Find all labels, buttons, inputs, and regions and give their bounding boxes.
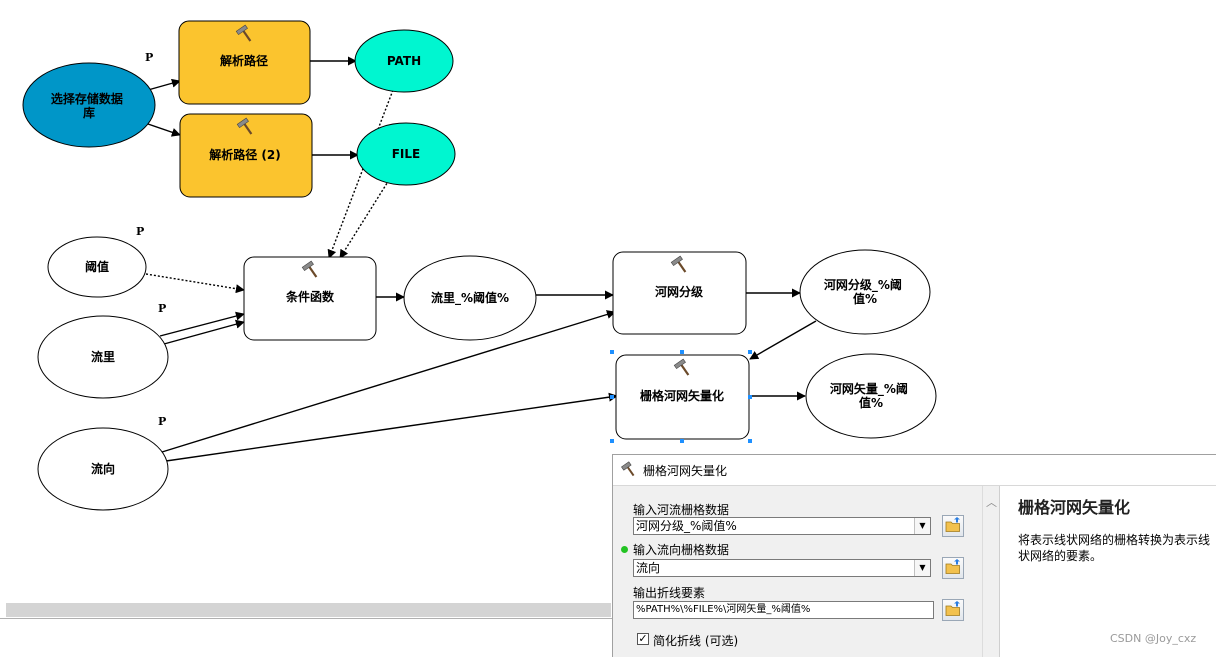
dialog-scrollbar[interactable]: ︿: [982, 486, 1000, 657]
node-con-output-label: 流里_%阈值%: [431, 290, 509, 306]
node-flow-accumulation[interactable]: 流里: [37, 315, 169, 399]
node-select-database-label-line2: 库: [83, 105, 95, 120]
field-label-output-polyline: 输出折线要素: [633, 586, 706, 600]
variable-file-label: FILE: [392, 147, 421, 161]
chevron-down-icon[interactable]: ▼: [914, 518, 930, 534]
node-stream-order-output[interactable]: 河网分级_%阈 值%: [799, 249, 931, 335]
param-marker: P: [145, 51, 153, 64]
input-flow-direction-select[interactable]: 流向 ▼: [633, 559, 931, 577]
watermark: CSDN @Joy_cxz: [1110, 632, 1197, 645]
tool-dialog: 栅格河网矢量化 输入河流栅格数据 河网分级_%阈值% ▼ 输入流向栅格数据 流向…: [612, 454, 1216, 657]
node-threshold[interactable]: 阈值: [47, 236, 147, 298]
variable-path[interactable]: PATH: [354, 29, 454, 93]
input-flow-direction-value: 流向: [636, 561, 661, 575]
chevron-down-icon[interactable]: ▼: [914, 560, 930, 576]
node-flow-direction[interactable]: 流向: [37, 427, 169, 511]
required-indicator-icon: [621, 546, 628, 553]
tool-parse-path-2[interactable]: 解析路径 (2): [179, 113, 313, 198]
tool-parse-path-label: 解析路径: [220, 53, 268, 68]
tool-parse-path[interactable]: 解析路径: [178, 20, 311, 105]
tool-stream-order[interactable]: 河网分级: [612, 251, 747, 335]
help-panel: 栅格河网矢量化 将表示线状网络的栅格转换为表示线状网络的要素。: [999, 486, 1216, 657]
param-marker: P: [158, 302, 166, 315]
tool-stream-order-label: 河网分级: [654, 284, 703, 299]
node-stream-order-output-label: 河网分级_%阈 值%: [823, 277, 906, 306]
output-polyline-input[interactable]: %PATH%\%FILE%\河网矢量_%阈值%: [633, 601, 934, 619]
canvas-bottom-border: [0, 618, 612, 619]
node-flow-direction-label: 流向: [91, 461, 115, 476]
node-stream-feature-output-label: 河网矢量_%阈 值%: [829, 381, 912, 410]
field-label-input-flow-direction: 输入流向栅格数据: [633, 543, 730, 557]
help-text: 将表示线状网络的栅格转换为表示线状网络的要素。: [1018, 533, 1211, 563]
folder-open-icon: [945, 601, 960, 616]
node-flow-accumulation-label: 流里: [91, 349, 115, 364]
variable-file[interactable]: FILE: [356, 122, 456, 186]
dialog-parameters-panel: 输入河流栅格数据 河网分级_%阈值% ▼ 输入流向栅格数据 流向 ▼ 输出折线要…: [613, 486, 981, 657]
output-polyline-value: %PATH%\%FILE%\河网矢量_%阈值%: [636, 604, 811, 615]
tool-parse-path-2-label: 解析路径 (2): [209, 147, 281, 162]
node-select-database-label: 选择存储数据: [51, 91, 123, 106]
input-stream-raster-value: 河网分级_%阈值%: [636, 519, 737, 533]
input-stream-raster-select[interactable]: 河网分级_%阈值% ▼: [633, 517, 931, 535]
selection-handles[interactable]: [610, 350, 752, 443]
hammer-icon: [621, 461, 635, 477]
browse-folder-button[interactable]: [942, 599, 964, 621]
node-stream-feature-output[interactable]: 河网矢量_%阈 值%: [805, 353, 937, 439]
simplify-checkbox[interactable]: ✓: [637, 632, 649, 645]
node-select-database[interactable]: 选择存储数据 库: [22, 62, 156, 148]
folder-open-icon: [945, 559, 960, 574]
simplify-checkbox-label: 简化折线 (可选): [653, 634, 739, 648]
chevron-up-icon[interactable]: ︿: [986, 496, 997, 509]
tool-stream-to-feature-label: 栅格河网矢量化: [640, 388, 724, 403]
param-marker: P: [136, 225, 144, 238]
field-label-input-stream-raster: 输入河流栅格数据: [633, 503, 730, 517]
node-con-output[interactable]: 流里_%阈值%: [403, 255, 537, 341]
param-marker: P: [158, 415, 166, 428]
tool-con-label: 条件函数: [285, 289, 335, 304]
browse-folder-button[interactable]: [942, 515, 964, 537]
svg-text:选择存储数据 库: 选择存储数据 库: [51, 91, 127, 120]
variable-path-label: PATH: [387, 54, 421, 68]
folder-open-icon: [945, 517, 960, 532]
dialog-title: 栅格河网矢量化: [643, 464, 728, 478]
tool-con[interactable]: 条件函数: [243, 256, 377, 341]
node-threshold-label: 阈值: [85, 259, 109, 274]
tool-stream-to-feature[interactable]: 栅格河网矢量化: [610, 350, 752, 443]
connector-lines: [145, 56, 817, 462]
dialog-title-bar[interactable]: 栅格河网矢量化: [613, 455, 1216, 486]
browse-folder-button[interactable]: [942, 557, 964, 579]
help-title: 栅格河网矢量化: [1018, 498, 1131, 517]
canvas-horizontal-scrollbar[interactable]: [6, 603, 611, 617]
